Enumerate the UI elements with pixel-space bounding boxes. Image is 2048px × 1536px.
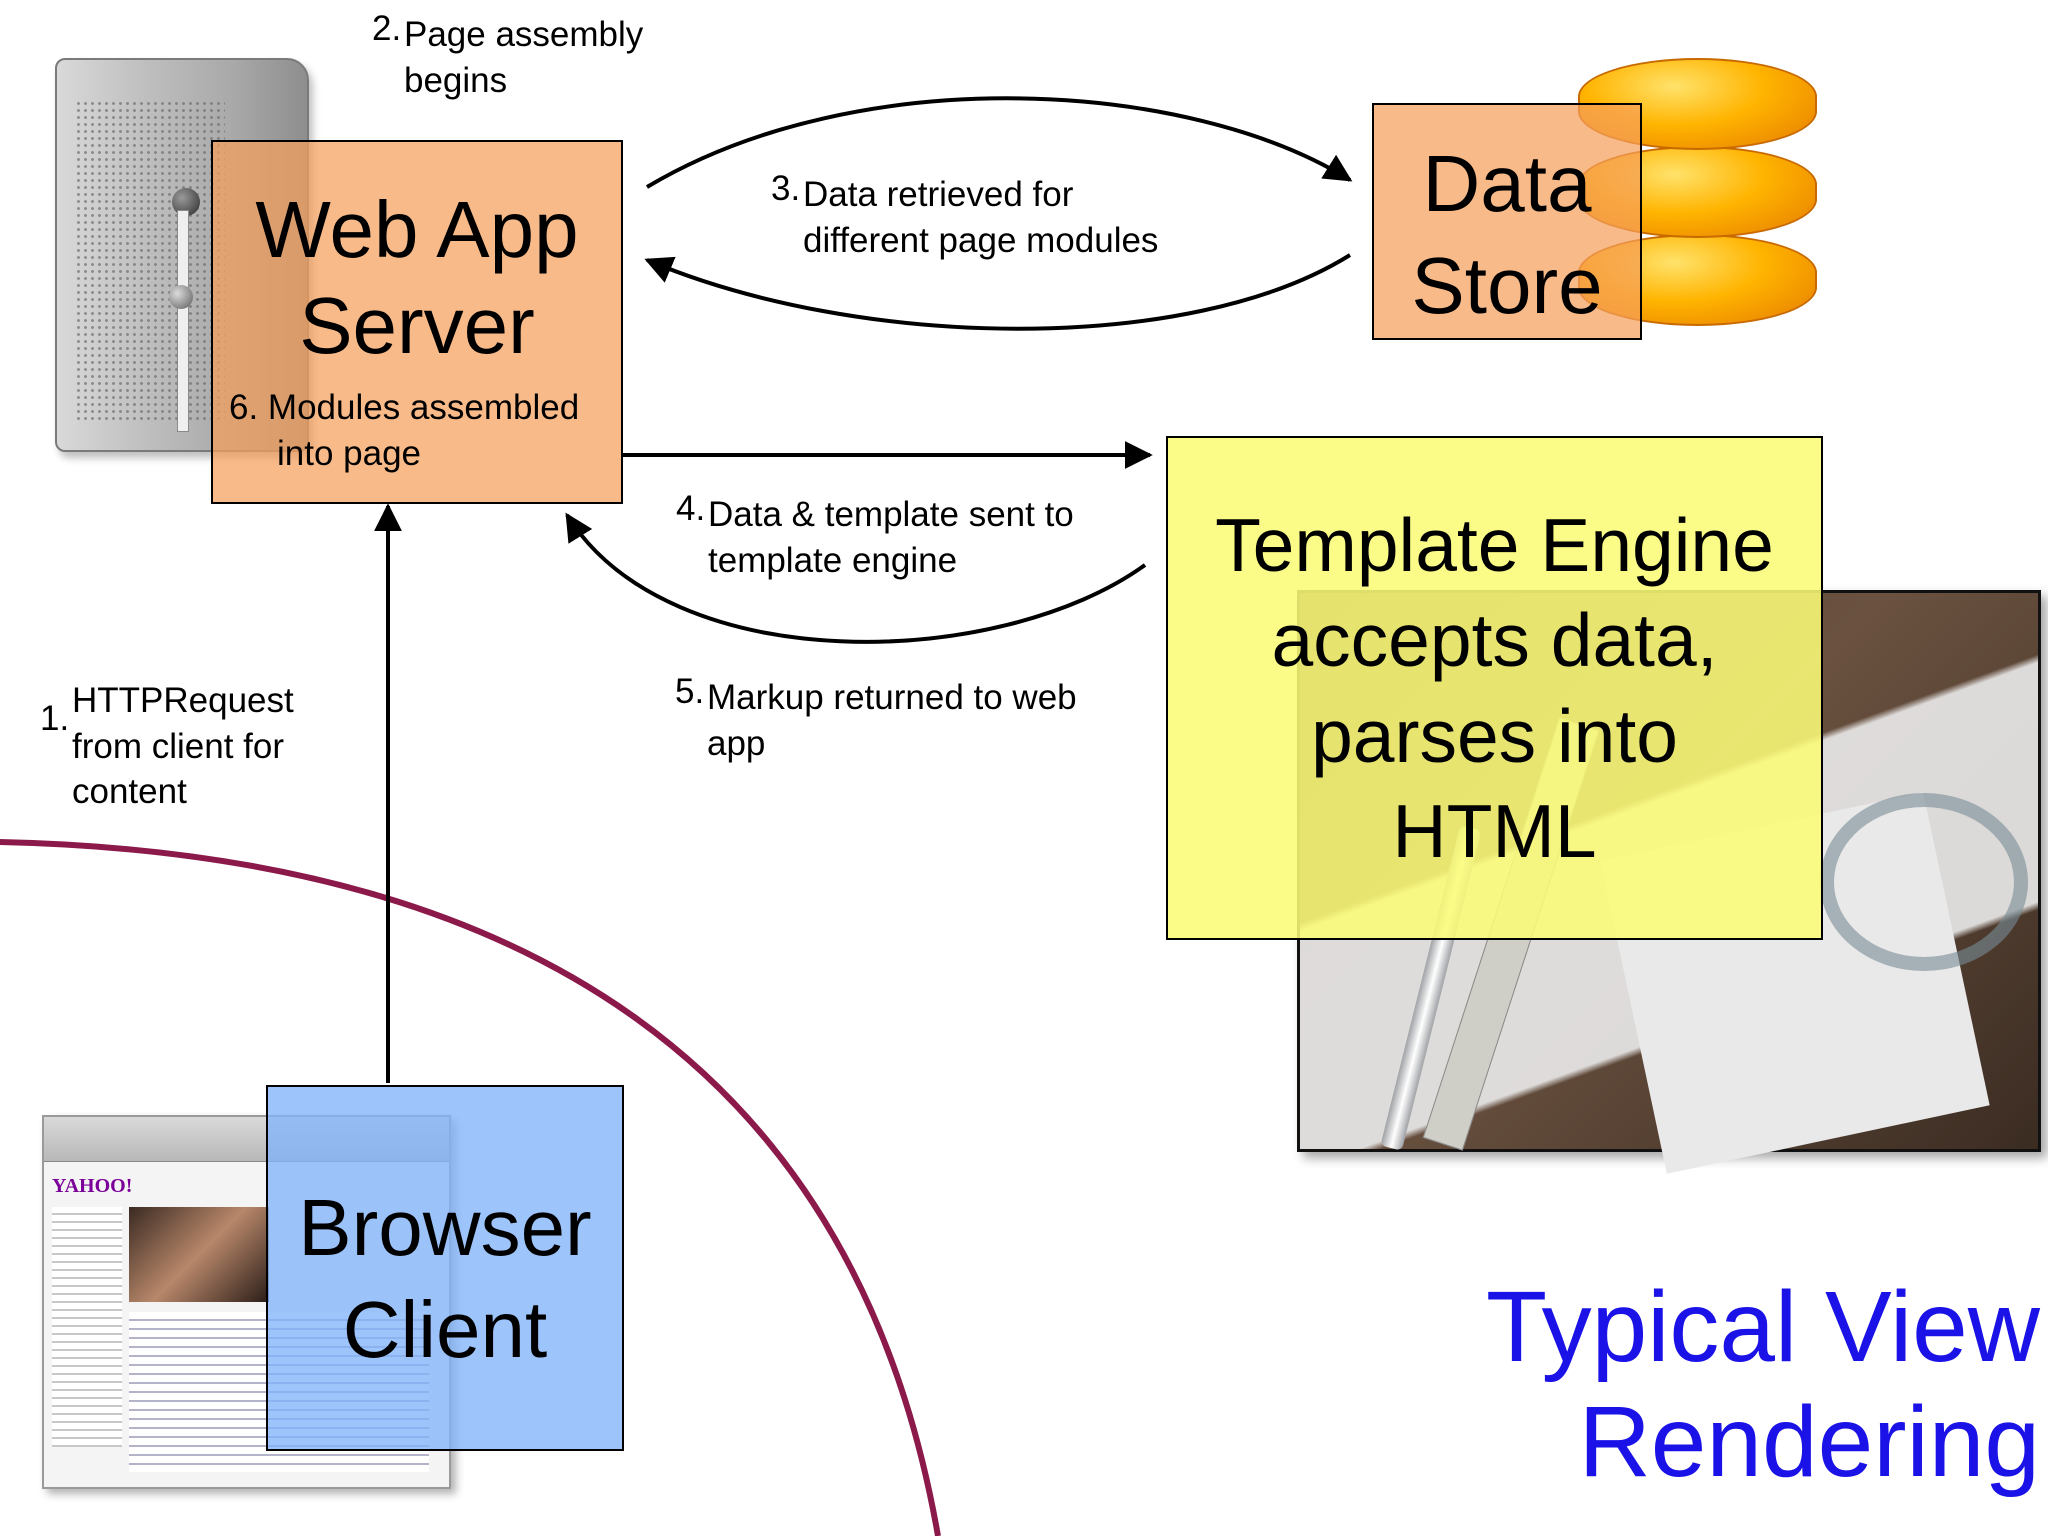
step5-line1: Markup returned to web bbox=[707, 678, 1077, 717]
step3-line1: Data retrieved for bbox=[803, 175, 1074, 214]
template-engine-line1: Template Engine bbox=[1215, 503, 1774, 587]
step3-line2: different page modules bbox=[803, 220, 1159, 260]
server-button bbox=[169, 285, 193, 309]
diagram-title-line1: Typical View bbox=[1486, 1271, 2040, 1383]
arrow-data-return bbox=[644, 253, 1352, 331]
browser-client-line2: Client bbox=[342, 1284, 548, 1374]
step1-line2: from client for bbox=[72, 726, 284, 766]
server-slot bbox=[177, 210, 189, 432]
data-store-title: Data Store bbox=[1374, 133, 1640, 336]
step2-line2: begins bbox=[404, 60, 508, 100]
diagram-title: Typical View Rendering bbox=[1486, 1270, 2040, 1500]
step2-number: 2. bbox=[372, 9, 402, 48]
web-app-server-box: Web App Server 6. Modules assembled into… bbox=[211, 140, 623, 504]
step6-note: 6. Modules assembled into page bbox=[229, 385, 579, 476]
step6-line2: into page bbox=[277, 433, 422, 473]
web-app-server-line2: Server bbox=[299, 281, 535, 370]
browser-logo: YAHOO! bbox=[52, 1175, 133, 1197]
server-vent bbox=[75, 100, 225, 420]
diagram-title-line2: Rendering bbox=[1578, 1386, 2040, 1498]
data-store-box: Data Store bbox=[1372, 103, 1642, 340]
template-engine-line4: HTML bbox=[1392, 788, 1597, 873]
step1-line1: HTTPRequest bbox=[72, 681, 294, 720]
browser-client-title: Browser Client bbox=[268, 1177, 622, 1380]
step6-line1: 6. Modules assembled bbox=[229, 388, 580, 427]
browser-hero-image bbox=[129, 1207, 269, 1302]
step1-label: 1. HTTPRequest from client for content bbox=[40, 678, 294, 815]
browser-client-box: Browser Client bbox=[266, 1085, 624, 1451]
data-store-line2: Store bbox=[1411, 240, 1603, 330]
step4-label: 4. Data & template sent to template engi… bbox=[676, 489, 1074, 583]
step3-label: 3. Data retrieved for different page mod… bbox=[771, 169, 1159, 263]
browser-sidebar bbox=[52, 1207, 122, 1447]
step5-label: 5. Markup returned to web app bbox=[675, 672, 1077, 766]
step5-line2: app bbox=[707, 723, 766, 763]
step4-line2: template engine bbox=[708, 540, 958, 580]
step1-line3: content bbox=[72, 772, 187, 811]
step2-line1: Page assembly bbox=[404, 15, 644, 54]
web-app-server-line1: Web App bbox=[255, 185, 579, 274]
template-engine-line3: parses into bbox=[1311, 693, 1678, 778]
browser-client-line1: Browser bbox=[298, 1183, 592, 1272]
template-engine-line2: accepts data, bbox=[1271, 598, 1718, 683]
template-engine-title: Template Engine accepts data, parses int… bbox=[1168, 498, 1821, 879]
step5-number: 5. bbox=[675, 672, 705, 711]
step3-number: 3. bbox=[771, 169, 801, 208]
template-engine-box: Template Engine accepts data, parses int… bbox=[1166, 436, 1823, 940]
web-app-server-title: Web App Server bbox=[213, 182, 621, 374]
step4-number: 4. bbox=[676, 489, 706, 528]
photo-french-curve bbox=[1820, 793, 2028, 971]
step4-line1: Data & template sent to bbox=[708, 495, 1074, 534]
step2-label: 2. Page assembly begins bbox=[372, 9, 644, 103]
step1-number: 1. bbox=[40, 699, 70, 738]
data-store-line1: Data bbox=[1422, 139, 1592, 228]
